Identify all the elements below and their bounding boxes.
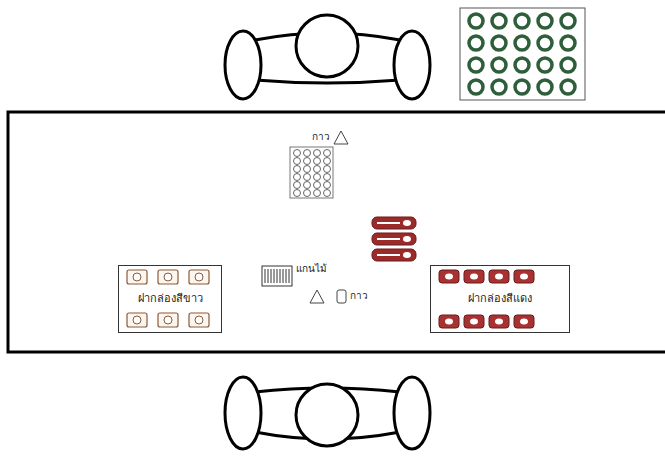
red-sticks <box>372 217 416 261</box>
item-label: กาว <box>350 290 368 302</box>
item-label: แกนไม้ <box>296 263 327 275</box>
person-bottom <box>225 377 430 449</box>
table <box>8 112 665 352</box>
glue-triangle <box>334 131 348 144</box>
red-lid-icons <box>439 270 534 328</box>
glue-bottle <box>337 290 346 303</box>
person-top <box>225 15 430 99</box>
ring-tray <box>460 8 585 100</box>
wood-sticks <box>262 266 292 286</box>
dot-tray <box>290 147 333 198</box>
item-label: กาว <box>312 131 330 143</box>
box-label: ฝากล่องสีแดง <box>466 292 534 305</box>
lid-box: ฝากล่องสีแดง <box>430 265 570 333</box>
lid-box: ฝากล่องสีขาว <box>118 265 222 333</box>
glue-triangle <box>310 290 324 303</box>
white-lid-icons <box>127 270 209 327</box>
box-label: ฝากล่องสีขาว <box>136 292 205 305</box>
